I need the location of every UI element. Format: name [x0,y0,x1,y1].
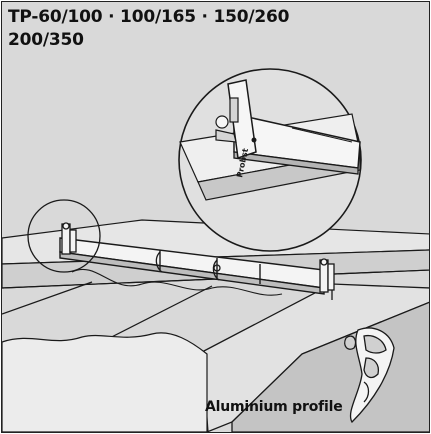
detail-callout-large [178,68,362,252]
profile-caption: Aluminium profile [205,399,343,415]
lifting-beam [59,237,325,295]
detail-callout-small [27,199,101,273]
aluminium-profile-icon [344,327,395,424]
model-title-line-1: TP-60/100 · 100/165 · 150/260 [8,7,290,27]
brand-mark: Probst [235,147,250,178]
model-title-line-2: 200/350 [8,30,84,50]
fabric-sheet [2,332,208,432]
fabric-edge [71,269,283,296]
beam-hooks [155,251,221,281]
clamp-right [319,258,335,293]
clamp-left [61,222,77,255]
model-title: TP-60/100 · 100/165 · 150/260 200/350 [8,6,290,52]
